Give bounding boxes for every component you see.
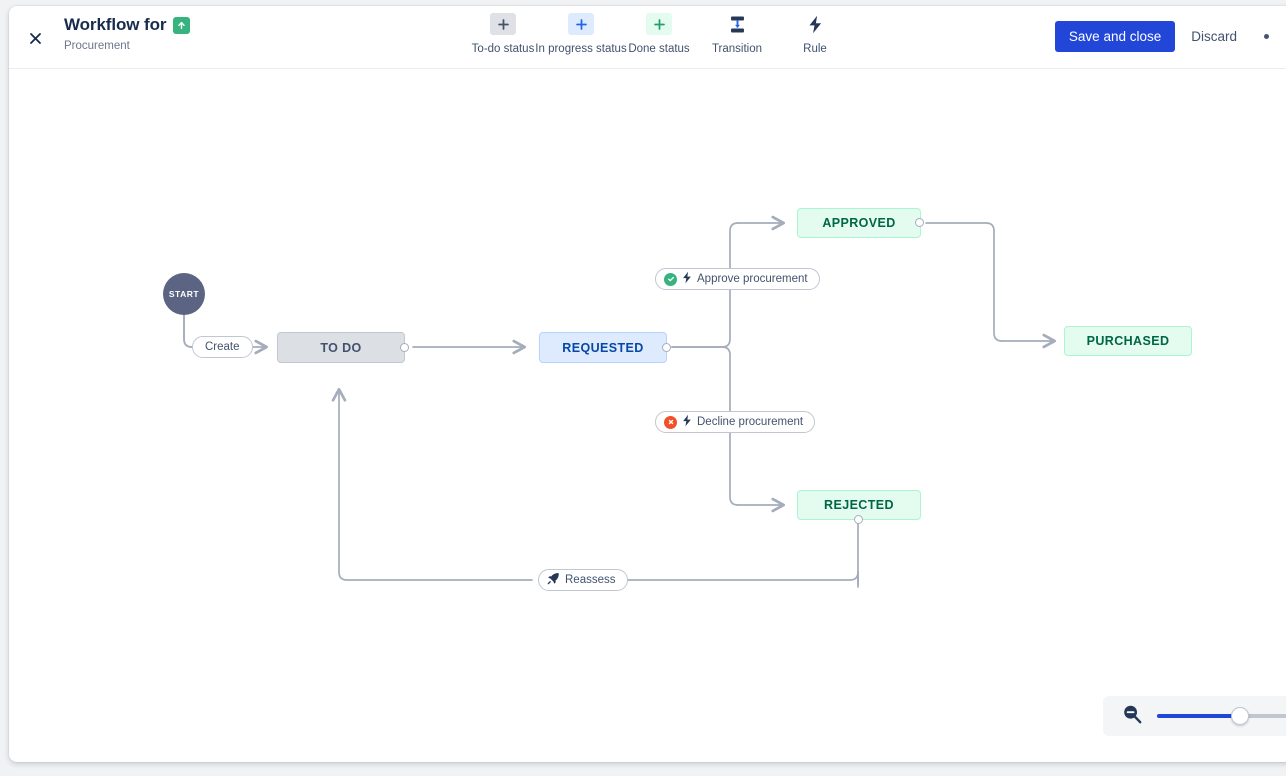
tool-label: Done status: [628, 43, 690, 55]
editor-header: Workflow for Procurement To-do status: [9, 6, 1286, 69]
title-block: Workflow for Procurement: [64, 14, 191, 53]
zoom-slider[interactable]: [1157, 707, 1286, 725]
status-node-requested[interactable]: REQUESTED: [539, 332, 667, 363]
transition-approve-procurement[interactable]: Approve procurement: [655, 268, 820, 290]
tool-label: To-do status: [471, 43, 535, 55]
zoom-slider-knob[interactable]: [1231, 707, 1250, 725]
add-transition-button[interactable]: Transition: [698, 13, 776, 55]
status-node-approved[interactable]: APPROVED: [797, 208, 921, 238]
transition-decline-procurement[interactable]: Decline procurement: [655, 411, 816, 433]
port-to-do-right[interactable]: [400, 343, 409, 352]
arrow-up-badge-icon: [173, 17, 191, 34]
add-inprogress-status-button[interactable]: In progress status: [535, 13, 627, 55]
transition-reassess[interactable]: Reassess: [538, 569, 628, 591]
status-node-to-do[interactable]: TO DO: [277, 332, 405, 363]
rocket-icon: [547, 572, 560, 588]
status-node-label: REQUESTED: [562, 340, 644, 355]
start-node[interactable]: START: [163, 273, 205, 315]
bolt-icon: [682, 414, 692, 430]
status-node-label: TO DO: [320, 340, 362, 355]
port-requested-right[interactable]: [662, 343, 671, 352]
page-title: Workflow for: [64, 15, 167, 34]
tool-label: Rule: [803, 43, 827, 55]
add-rule-button[interactable]: Rule: [776, 13, 854, 55]
editor-toolbar: To-do status In progress status Done sta…: [464, 13, 854, 55]
page-subtitle: Procurement: [64, 40, 130, 52]
more-options-icon[interactable]: [1253, 24, 1279, 50]
add-todo-status-button[interactable]: To-do status: [464, 13, 542, 55]
transition-create[interactable]: Create: [192, 336, 253, 358]
status-node-label: PURCHASED: [1086, 334, 1170, 348]
plus-icon: [646, 13, 672, 35]
header-actions: Save and close Discard: [1054, 21, 1279, 52]
tool-label: Transition: [711, 43, 763, 55]
zoom-slider-fill: [1157, 714, 1241, 718]
zoom-control[interactable]: [1103, 696, 1286, 736]
transition-label: Approve procurement: [697, 273, 808, 285]
check-circle-icon: [664, 272, 677, 286]
transition-icon: [724, 13, 750, 35]
plus-icon: [490, 13, 516, 35]
plus-icon: [568, 13, 594, 35]
port-approved-right[interactable]: [915, 218, 924, 227]
bolt-icon: [802, 13, 828, 35]
workflow-editor-window: Workflow for Procurement To-do status: [9, 6, 1286, 762]
transition-label: Reassess: [565, 574, 616, 586]
status-node-label: APPROVED: [822, 216, 896, 230]
discard-button[interactable]: Discard: [1179, 21, 1249, 52]
add-done-status-button[interactable]: Done status: [620, 13, 698, 55]
transition-label: Decline procurement: [697, 416, 804, 428]
tool-label: In progress status: [535, 43, 627, 55]
status-node-label: REJECTED: [824, 498, 894, 512]
close-icon[interactable]: [19, 22, 51, 54]
port-rejected-bottom[interactable]: [854, 515, 863, 524]
zoom-out-icon[interactable]: [1121, 703, 1143, 730]
cross-circle-icon: [664, 415, 677, 429]
workflow-canvas[interactable]: START Create TO DO REQUESTED APPROVED RE…: [9, 69, 1286, 762]
bolt-icon: [682, 271, 692, 287]
start-node-label: START: [168, 289, 200, 299]
save-and-close-button[interactable]: Save and close: [1054, 21, 1176, 52]
workflow-edges: [183, 215, 1057, 588]
transition-label: Create: [205, 341, 240, 353]
status-node-purchased[interactable]: PURCHASED: [1064, 326, 1192, 356]
